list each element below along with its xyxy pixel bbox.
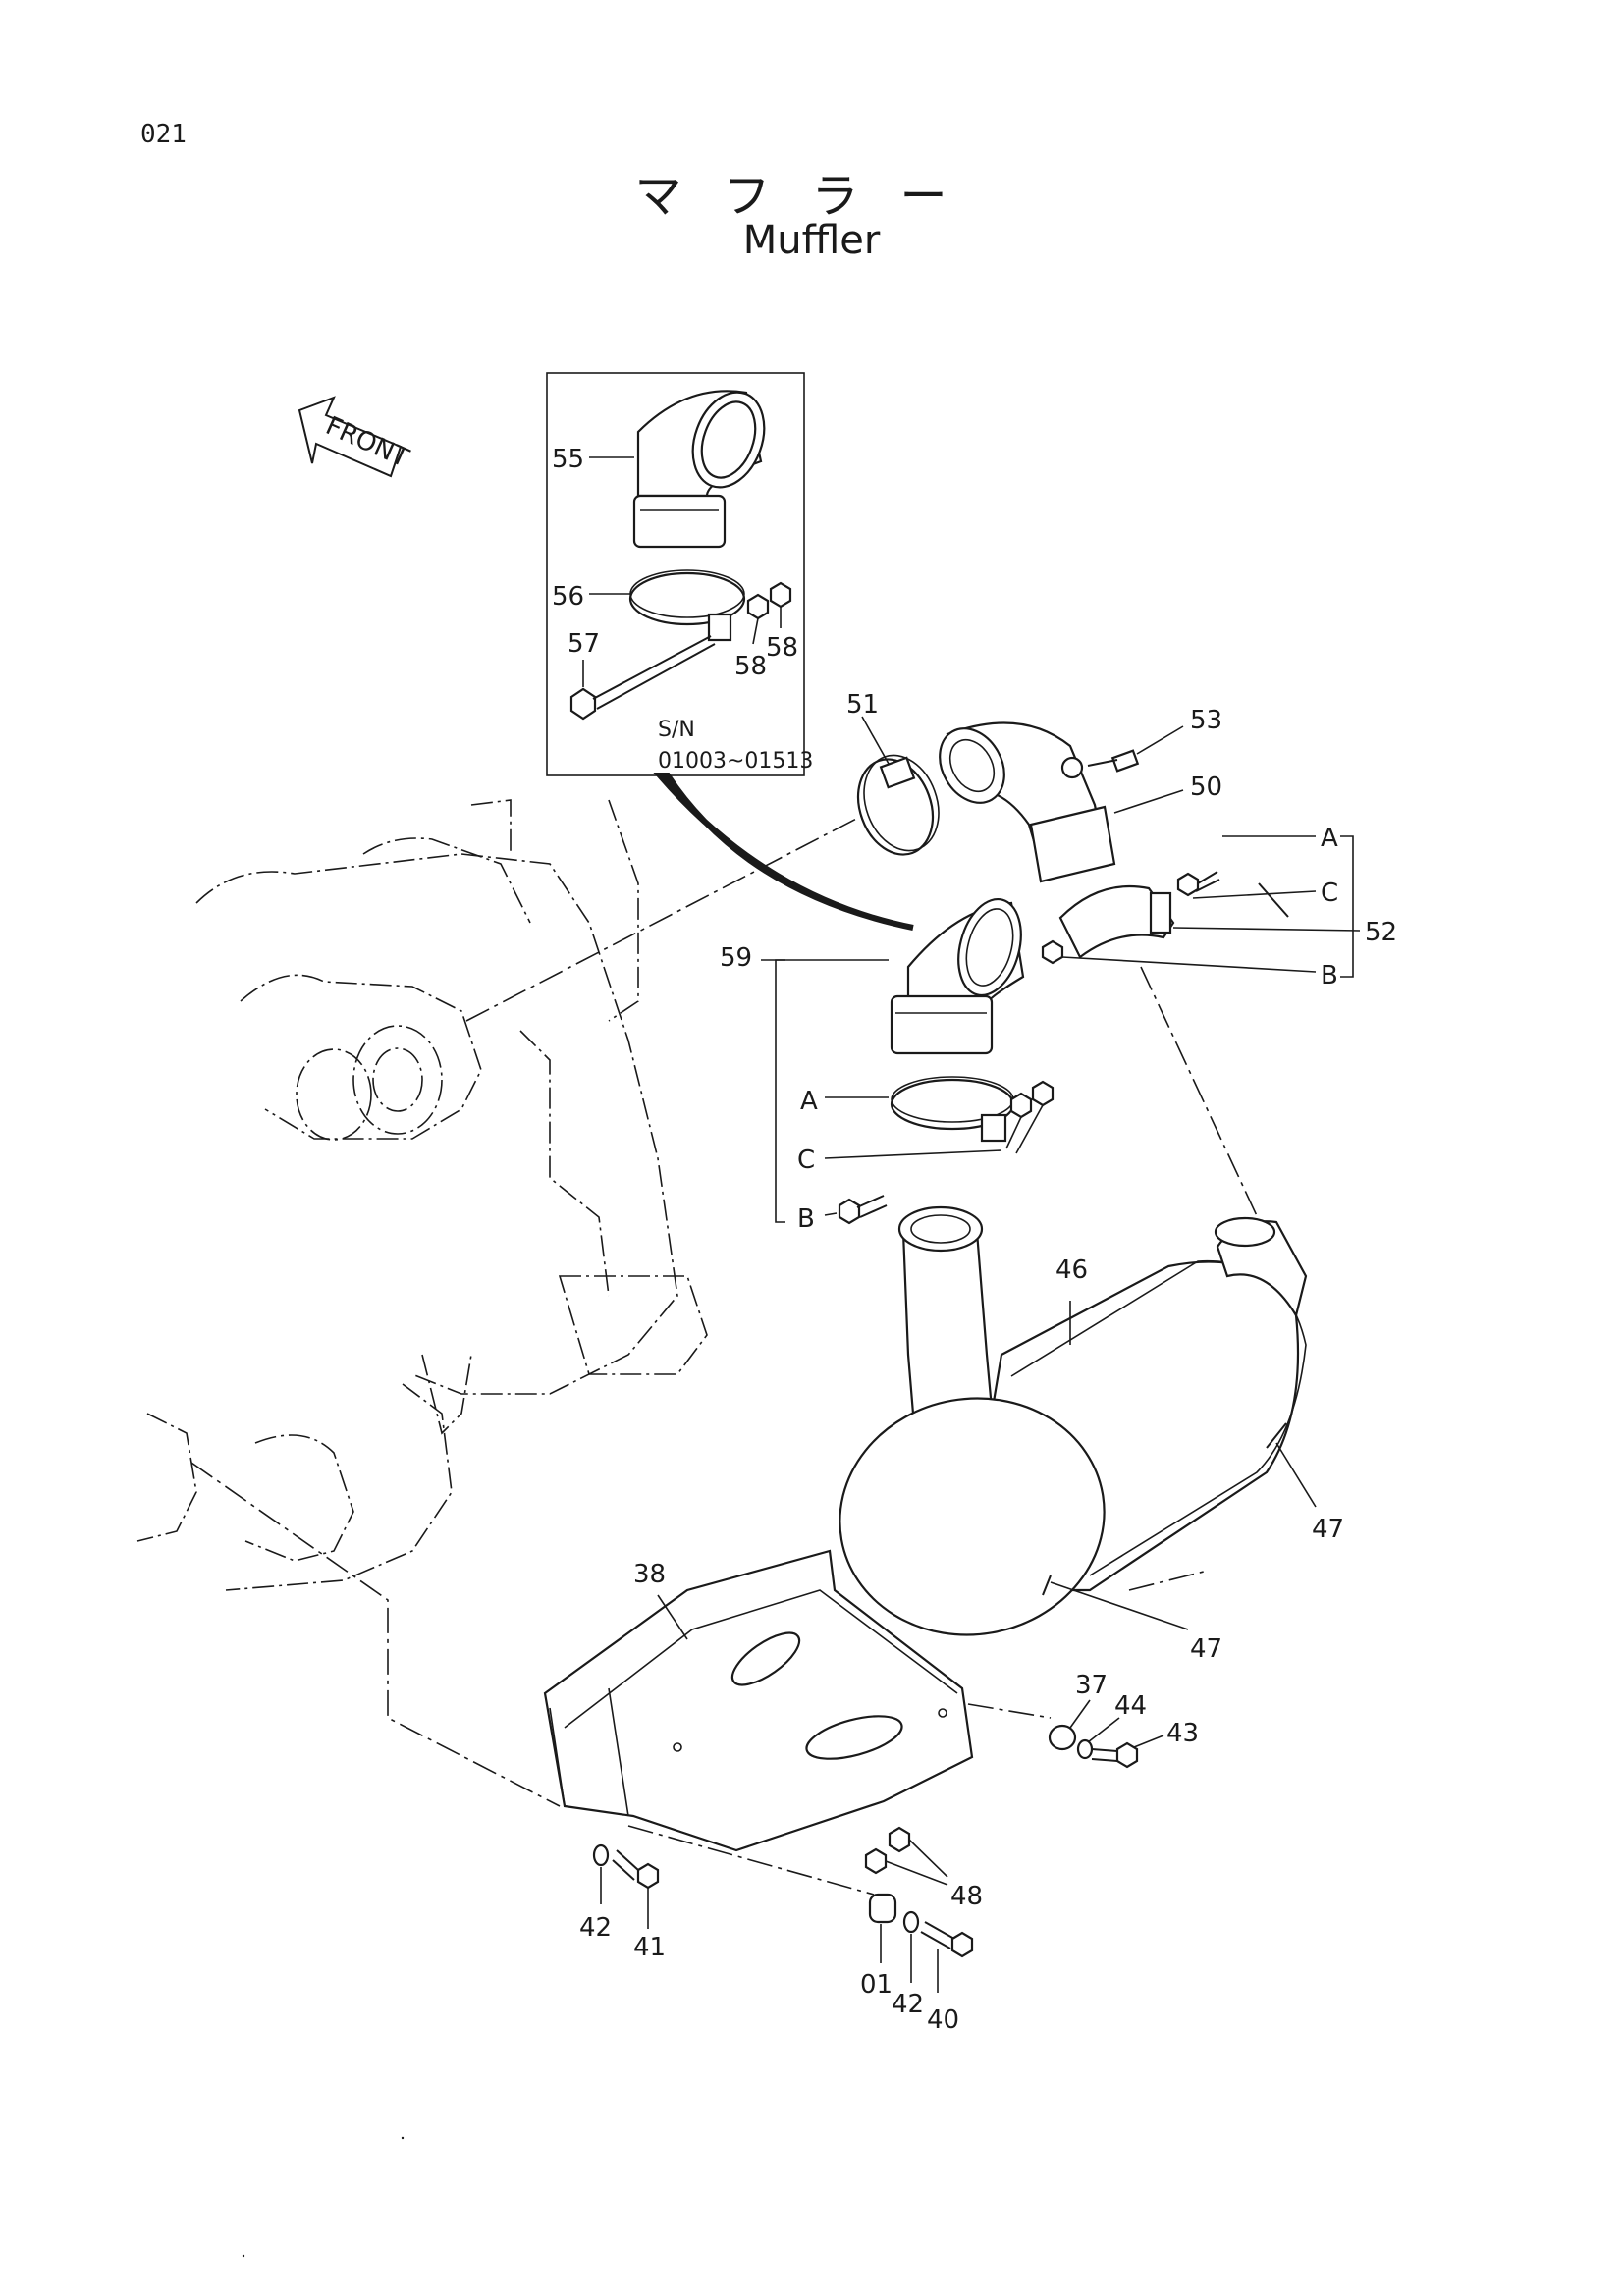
part-51-clamp [856, 754, 940, 856]
callout-58-b: 58 [766, 633, 798, 663]
front-arrow-label: FRONT [321, 411, 412, 474]
part-53-fitting [1087, 749, 1140, 773]
part-56-clamp [628, 569, 746, 642]
callout-46: 46 [1055, 1255, 1088, 1285]
clamp-nut-b [1041, 939, 1064, 965]
engine-outline [136, 799, 708, 1591]
clamp-bolt-a [1176, 871, 1220, 897]
part-58-nut-a [746, 593, 770, 620]
callout-40: 40 [927, 2005, 959, 2035]
callout-50: 50 [1190, 773, 1222, 802]
replacement-arrow [653, 773, 914, 931]
letter-b-right: B [1321, 961, 1338, 990]
callout-51: 51 [846, 690, 879, 720]
callout-55: 55 [552, 445, 584, 474]
callout-42-right: 42 [892, 1990, 924, 2019]
callout-47-a: 47 [1312, 1515, 1344, 1544]
part-48-nut-a [864, 1847, 888, 1875]
part-52-clamp [1058, 884, 1175, 959]
serial-inset-box [546, 372, 805, 776]
serial-range: 01003~01513 [658, 749, 813, 774]
callout-42-left: 42 [579, 1913, 612, 1943]
title-english: Muffler [742, 218, 881, 263]
part-42-washer-right [902, 1910, 920, 1934]
part-43-bolt [1091, 1741, 1139, 1769]
letter-a-right: A [1321, 824, 1338, 853]
letter-b-left: B [797, 1204, 815, 1234]
callout-58-a: 58 [734, 652, 767, 681]
callout-56: 56 [552, 582, 584, 612]
callout-44: 44 [1114, 1691, 1147, 1721]
callout-38: 38 [633, 1560, 666, 1589]
callout-41: 41 [633, 1933, 666, 1962]
part-01-spacer [868, 1893, 897, 1924]
letter-c-left: C [797, 1146, 815, 1175]
part-55-elbow [632, 390, 766, 549]
callout-52: 52 [1365, 918, 1397, 947]
clamp-pin-c [1258, 882, 1289, 918]
part-46-muffler [839, 1205, 1308, 1636]
part-42-washer-left [592, 1843, 610, 1867]
callout-59: 59 [720, 943, 752, 973]
bracket-right [1061, 835, 1361, 978]
callout-01: 01 [860, 1970, 893, 2000]
part-40-bolt [920, 1921, 974, 1958]
part-57-bolt [569, 635, 716, 721]
lower-nut-c1 [1009, 1092, 1033, 1119]
front-arrow-icon: FRONT [298, 396, 413, 478]
callout-47-b: 47 [1190, 1634, 1222, 1664]
lower-nut-c2 [1031, 1080, 1055, 1107]
part-58-nut-b [769, 581, 792, 609]
callout-43: 43 [1166, 1719, 1199, 1748]
part-48-nut-b [888, 1826, 911, 1853]
serial-label: S/N [658, 718, 695, 742]
letter-a-left: A [800, 1087, 818, 1116]
callout-57: 57 [568, 629, 600, 659]
part-37-spacer [1048, 1724, 1077, 1751]
callout-37: 37 [1075, 1671, 1108, 1700]
part-59-elbow [890, 897, 1025, 1055]
part-38-bracket [543, 1549, 974, 1852]
callout-48: 48 [950, 1882, 983, 1911]
lower-bolt-b [838, 1195, 888, 1225]
part-50-elbow [939, 721, 1116, 883]
title-japanese: マフラー [634, 169, 989, 224]
page-number: 021 [140, 120, 187, 149]
part-41-bolt [612, 1849, 660, 1890]
bracket-left [761, 959, 889, 1223]
part-44-washer [1076, 1738, 1094, 1760]
callout-53: 53 [1190, 706, 1222, 735]
letter-c-right: C [1321, 879, 1338, 908]
lower-clamp-a [890, 1076, 1015, 1143]
